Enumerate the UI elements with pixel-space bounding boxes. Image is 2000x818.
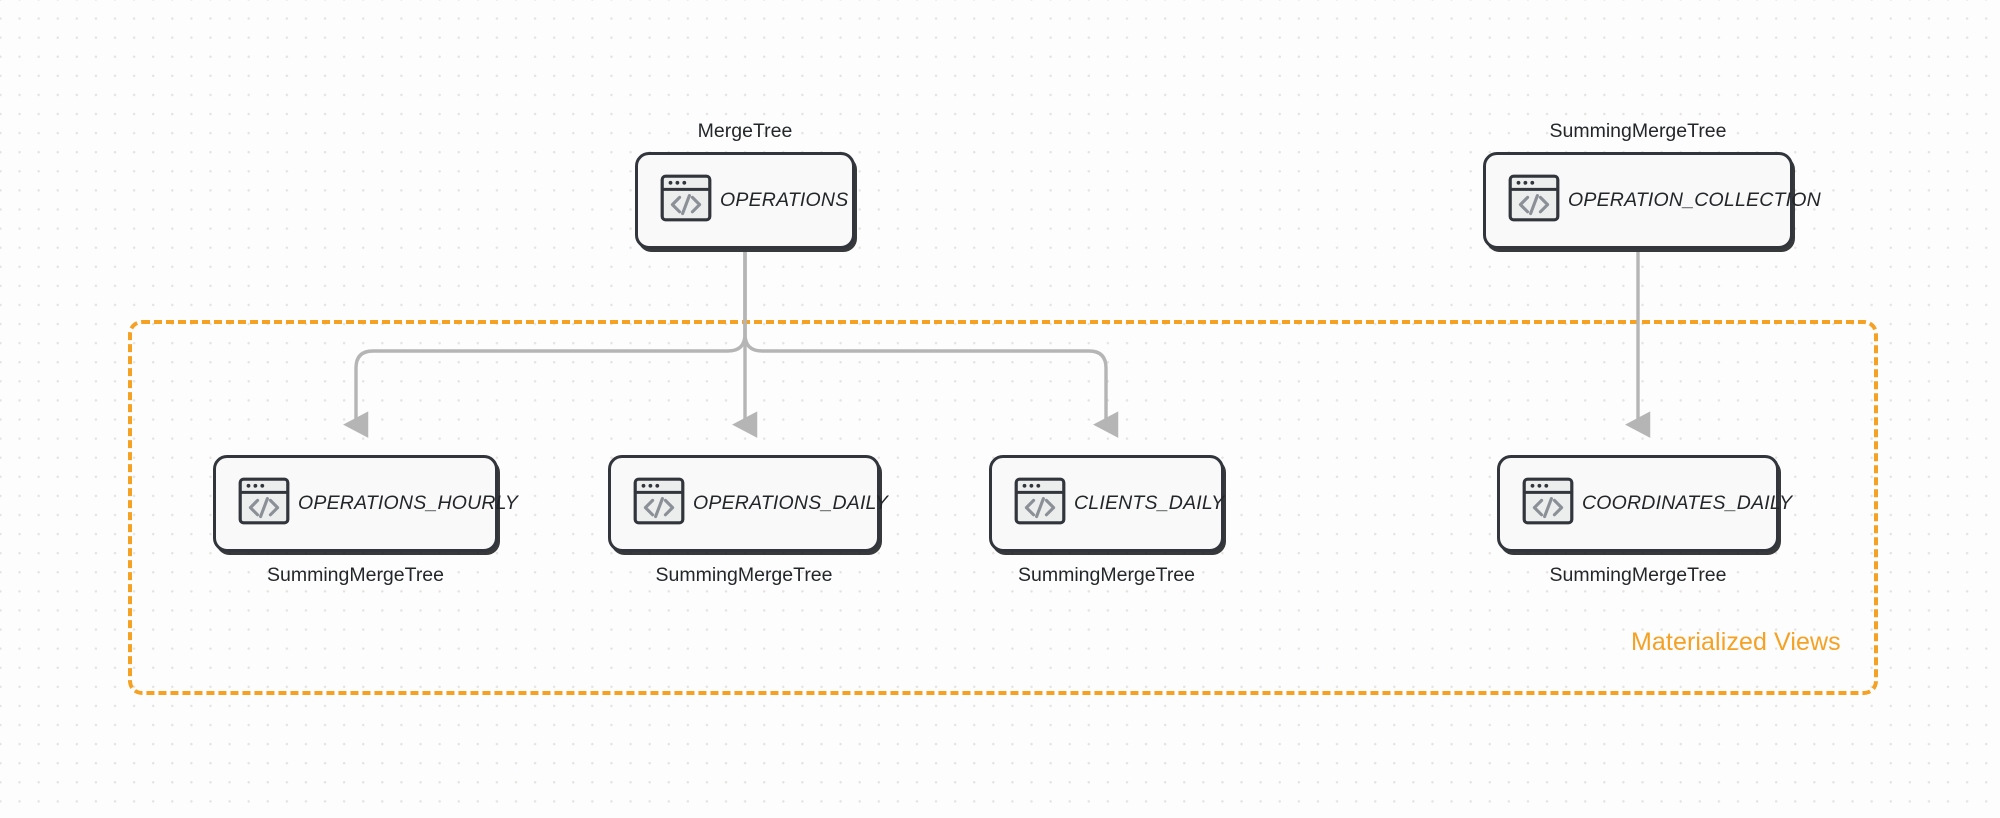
- code-window-icon: [1522, 477, 1574, 530]
- table-node-operation_collection[interactable]: OPERATION_COLLECTION: [1483, 152, 1821, 249]
- code-window-icon: [238, 477, 290, 530]
- table-node-clients_daily[interactable]: CLIENTS_DAILY: [989, 455, 1224, 552]
- table-node-title: OPERATIONS: [720, 189, 849, 211]
- table-node-title: OPERATION_COLLECTION: [1568, 189, 1821, 211]
- table-node-operations_daily[interactable]: OPERATIONS_DAILY: [608, 455, 888, 552]
- engine-caption-operations_hourly: SummingMergeTree: [266, 564, 445, 586]
- code-window-icon: [633, 477, 685, 525]
- table-node-title: OPERATIONS_DAILY: [693, 492, 889, 514]
- engine-caption-clients_daily: SummingMergeTree: [1017, 564, 1196, 586]
- engine-caption-coordinates_daily: SummingMergeTree: [1549, 564, 1727, 586]
- code-window-icon: [1508, 174, 1560, 227]
- table-node-operations[interactable]: OPERATIONS: [635, 152, 855, 249]
- table-node-title: COORDINATES_DAILY: [1582, 492, 1793, 514]
- code-window-icon: [1014, 477, 1066, 525]
- table-node-title: CLIENTS_DAILY: [1074, 492, 1225, 514]
- code-window-icon: [633, 477, 685, 530]
- code-window-icon: [660, 174, 712, 227]
- table-node-title: OPERATIONS_HOURLY: [298, 492, 519, 514]
- materialized-views-label: Materialized Views: [1631, 628, 1841, 656]
- engine-caption-operations: MergeTree: [697, 120, 793, 142]
- code-window-icon: [1522, 477, 1574, 525]
- code-window-icon: [1014, 477, 1066, 530]
- code-window-icon: [1508, 174, 1560, 222]
- code-window-icon: [660, 174, 712, 222]
- code-window-icon: [238, 477, 290, 525]
- engine-caption-operations_daily: SummingMergeTree: [655, 564, 833, 586]
- engine-caption-operation_collection: SummingMergeTree: [1549, 120, 1727, 142]
- table-node-coordinates_daily[interactable]: COORDINATES_DAILY: [1497, 455, 1792, 552]
- table-node-operations_hourly[interactable]: OPERATIONS_HOURLY: [213, 455, 518, 552]
